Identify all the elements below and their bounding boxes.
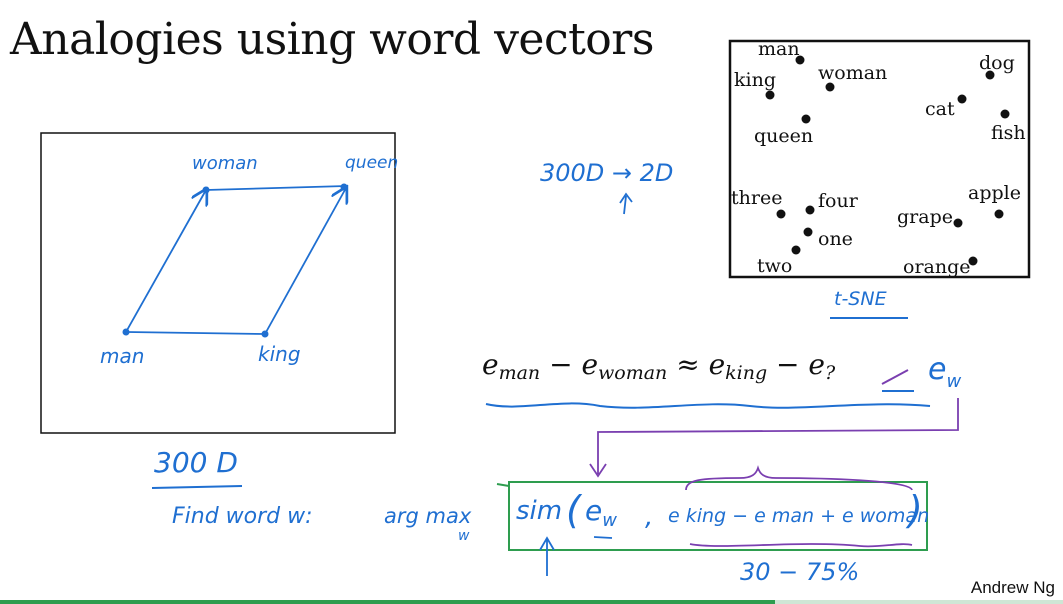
vector-man-king xyxy=(125,331,266,335)
tsne-label-fish: fish xyxy=(991,122,1026,144)
tsne-point-fish xyxy=(1000,109,1010,119)
tsne-label-cat: cat xyxy=(925,98,955,120)
tsne-point-three xyxy=(776,209,786,219)
vector-man-woman xyxy=(125,190,206,333)
point-king xyxy=(261,330,269,338)
purple-underline xyxy=(689,543,913,548)
label-reduction: 300D → 2D xyxy=(540,159,674,187)
tsne-point-cat xyxy=(957,94,967,104)
arrow-up-reduction xyxy=(619,192,633,215)
tsne-label-queen: queen xyxy=(754,125,814,147)
tsne-point-woman xyxy=(825,82,835,92)
underline-300d xyxy=(151,485,243,489)
purple-brace xyxy=(685,465,913,491)
tsne-label-grape: grape xyxy=(897,206,953,228)
tsne-point-man xyxy=(795,55,805,65)
tsne-points xyxy=(765,55,1010,266)
sim-open-paren: ( xyxy=(566,488,581,532)
tsne-label-man: man xyxy=(758,38,800,60)
tsne-point-queen xyxy=(801,114,811,124)
equation-underline xyxy=(485,402,931,409)
point-man xyxy=(122,328,130,336)
arrow-up-sim xyxy=(539,536,555,576)
sim-box-tick xyxy=(496,483,510,487)
tsne-label-four: four xyxy=(818,190,858,212)
label-queen: queen xyxy=(345,153,399,173)
author-credit: Andrew Ng xyxy=(970,578,1055,597)
tsne-point-one xyxy=(803,227,813,237)
diagram-frame xyxy=(40,132,396,434)
argmax-label: arg max xyxy=(384,504,472,528)
tsne-point-two xyxy=(791,245,801,255)
sim-ew: ew xyxy=(585,494,617,531)
vector-woman-queen xyxy=(205,185,347,191)
sim-label: sim xyxy=(516,496,563,526)
tsne-label-woman: woman xyxy=(818,62,888,84)
find-word-prompt: Find word w: xyxy=(172,504,313,529)
purple-connector xyxy=(589,398,959,478)
video-progress-bar[interactable] xyxy=(0,600,1063,604)
tsne-label-dog: dog xyxy=(979,52,1015,74)
tsne-label-apple: apple xyxy=(968,182,1021,204)
handwritten-ew: ew xyxy=(928,352,962,392)
slide-title: Analogies using word vectors xyxy=(10,14,654,65)
tsne-label-king: king xyxy=(734,69,776,91)
sim-rest-expr: e king − e man + e woman xyxy=(668,505,930,527)
progress-remaining xyxy=(775,600,1063,604)
tsne-point-apple xyxy=(994,209,1004,219)
tsne-label-one: one xyxy=(818,228,853,250)
tsne-label-three: three xyxy=(731,187,783,209)
label-woman: woman xyxy=(192,153,258,174)
tsne-point-four xyxy=(805,205,815,215)
label-man: man xyxy=(100,344,145,368)
tsne-frame xyxy=(728,39,1031,279)
label-300d: 300 D xyxy=(154,446,238,479)
tsne-point-king xyxy=(765,90,775,100)
analogy-equation: eman − ewoman ≈ eking − e? xyxy=(482,348,836,384)
vector-king-queen xyxy=(264,188,346,335)
progress-played xyxy=(0,600,775,604)
tsne-label-two: two xyxy=(757,255,793,277)
tsne-label-orange: orange xyxy=(903,256,971,278)
label-king: king xyxy=(258,342,301,366)
sim-close-paren: ) xyxy=(908,488,923,532)
argmax-sub: w xyxy=(458,528,470,544)
tsne-point-orange xyxy=(968,256,978,266)
sim-box xyxy=(508,481,928,551)
point-queen xyxy=(340,183,348,191)
unknown-strike xyxy=(881,369,909,385)
label-tsne-method: t-SNE xyxy=(834,288,887,310)
point-woman xyxy=(202,186,210,194)
sim-comma: , xyxy=(645,502,654,532)
tsne-point-dog xyxy=(985,70,995,80)
ew-underline xyxy=(593,536,613,539)
tsne-point-grape xyxy=(953,218,963,228)
accuracy-label: 30 − 75% xyxy=(740,558,860,586)
